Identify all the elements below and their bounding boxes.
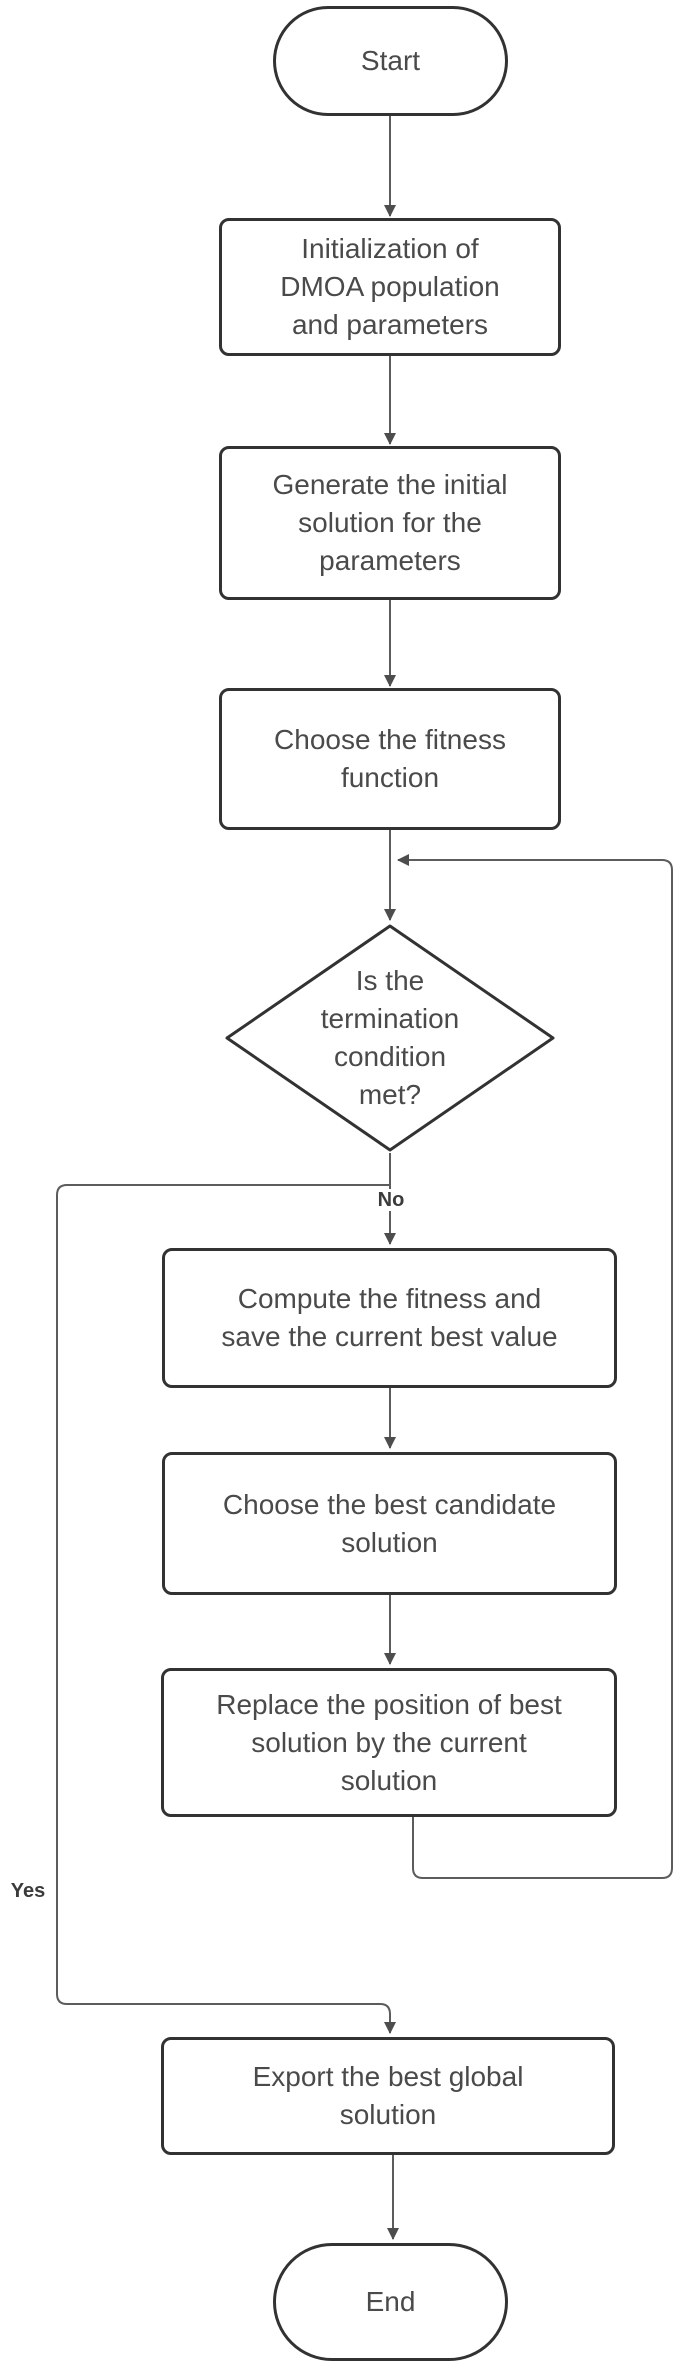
decision-termination-label: Is the termination condition met? xyxy=(320,965,460,1110)
edge-replace-loopback-to-decision xyxy=(397,854,673,1879)
end-node: End xyxy=(273,2243,508,2361)
process-replace-position-label: Replace the position of best solution by… xyxy=(216,1688,562,1796)
process-choose-fitness: Choose the fitness function xyxy=(219,688,561,830)
end-label: End xyxy=(365,2286,416,2317)
process-export-solution: Export the best global solution xyxy=(161,2037,615,2155)
process-compute-fitness: Compute the fitness and save the current… xyxy=(162,1248,617,1388)
decision-diamond-shape xyxy=(225,924,555,1152)
process-replace-position: Replace the position of best solution by… xyxy=(161,1668,617,1817)
process-choose-candidate-label: Choose the best candidate solution xyxy=(222,1488,557,1558)
process-compute-fitness-label: Compute the fitness and save the current… xyxy=(221,1283,558,1352)
process-initialization-label: Initialization of DMOA population and pa… xyxy=(280,233,500,340)
process-generate-label: Generate the initial solution for the pa… xyxy=(272,469,508,576)
edge-label-no: No xyxy=(374,1189,408,1211)
decision-termination: Is the termination condition met? xyxy=(223,923,557,1153)
process-generate-initial-solution: Generate the initial solution for the pa… xyxy=(219,446,561,600)
process-choose-candidate: Choose the best candidate solution xyxy=(162,1452,617,1595)
process-choose-fitness-label: Choose the fitness function xyxy=(274,724,506,793)
process-export-solution-label: Export the best global solution xyxy=(252,2061,524,2130)
start-label: Start xyxy=(360,45,421,76)
edge-decision-yes-to-export xyxy=(56,1184,396,2034)
process-initialization: Initialization of DMOA population and pa… xyxy=(219,218,561,356)
edge-label-yes: Yes xyxy=(7,1880,49,1902)
start-node: Start xyxy=(273,6,508,116)
